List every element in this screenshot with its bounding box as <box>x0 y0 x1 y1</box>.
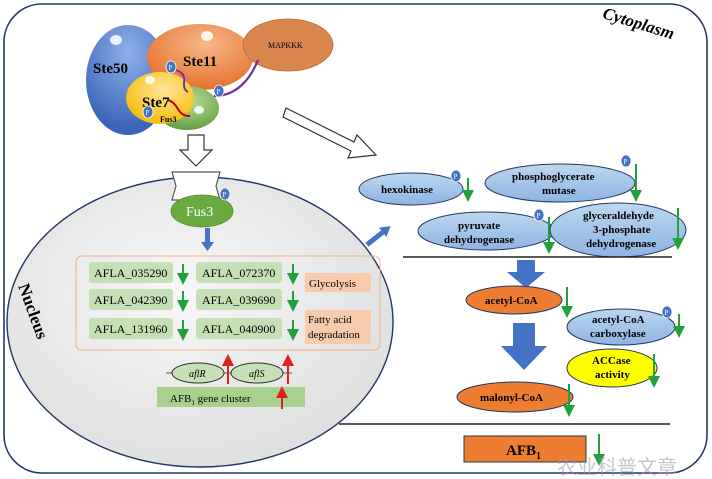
afls-label: aflS <box>249 369 265 380</box>
phosphoglycerate-mutase-node: phosphoglycerate mutase P <box>484 154 642 203</box>
gene-box <box>89 262 173 283</box>
afb1-node: AFB1 <box>463 434 605 466</box>
ste50-label: Ste50 <box>93 61 128 77</box>
gene-label: AFLA_131960 <box>94 322 167 336</box>
svg-text:carboxylase: carboxylase <box>590 328 646 340</box>
svg-text:P: P <box>537 212 541 220</box>
complex-to-cytoplasm-arrow <box>282 107 378 159</box>
gene-table: AFLA_035290 AFLA_072370 AFLA_042390 AFLA… <box>89 262 299 341</box>
gene-label: AFLA_072370 <box>202 266 275 280</box>
svg-text:P: P <box>217 88 221 96</box>
g3p-dehydrogenase-node: glyceraldehyde 3-phosphate dehydrogenase <box>549 202 687 258</box>
svg-text:P: P <box>624 158 628 166</box>
phospho-badge: P <box>213 84 225 98</box>
gene-label: AFLA_040900 <box>202 322 275 336</box>
phospho-badge: P <box>450 169 462 183</box>
svg-text:3-phosphate: 3-phosphate <box>593 224 651 236</box>
phospho-badge: P <box>620 154 632 168</box>
phospho-badge: P <box>165 60 177 74</box>
watermark: 农业科普文章 <box>557 455 677 479</box>
ste11-glint <box>201 31 213 41</box>
svg-text:dehydrogenase: dehydrogenase <box>444 234 514 246</box>
svg-text:P: P <box>169 64 173 72</box>
gene-box <box>196 289 282 310</box>
svg-text:pyruvate: pyruvate <box>458 220 500 232</box>
gene-box <box>196 262 282 283</box>
cluster-label: AFB1 gene cluster <box>170 393 251 407</box>
fus3-glint <box>194 106 204 114</box>
svg-text:activity: activity <box>595 369 630 381</box>
fus3-protein <box>170 194 234 228</box>
ste11-protein <box>147 24 253 90</box>
svg-text:P: P <box>146 109 150 117</box>
acetyl-coa-carboxylase-node: acetyl-CoA carboxylase P <box>566 305 685 346</box>
fus3-label: Fus3 <box>186 205 213 220</box>
glycolysis-label: Glycolysis <box>309 278 356 290</box>
afls-gene <box>230 362 284 384</box>
aflr-gene <box>171 362 225 384</box>
svg-text:AFB1: AFB1 <box>506 443 541 462</box>
mapk-complex: Ste50 Ste11 Ste7 Fus3 MAPKKK P P P <box>86 18 334 135</box>
svg-text:mutase: mutase <box>542 185 576 197</box>
gene-label: AFLA_035290 <box>94 266 167 280</box>
gene-panel <box>75 255 381 351</box>
svg-text:acetyl-CoA: acetyl-CoA <box>485 295 538 307</box>
malonyl-coa-node: malonyl-CoA <box>456 381 575 417</box>
phospho-badge: P <box>142 105 154 119</box>
nucleus-to-cytoplasm-arrow <box>365 226 391 247</box>
mapkkk-protein <box>242 18 334 72</box>
svg-text:acetyl-CoA: acetyl-CoA <box>592 314 645 326</box>
gene-label: AFLA_042390 <box>94 293 167 307</box>
svg-text:hexokinase: hexokinase <box>381 184 433 196</box>
glycolysis-to-acetyl-coa-arrow <box>507 260 545 288</box>
ste11-label: Ste11 <box>183 54 217 70</box>
svg-text:P: P <box>665 309 669 317</box>
svg-text:dehydrogenase: dehydrogenase <box>586 238 656 250</box>
svg-text:glyceraldehyde: glyceraldehyde <box>583 210 654 222</box>
ste7-glint <box>145 76 155 84</box>
pyruvate-dehydrogenase-node: pyruvate dehydrogenase P <box>417 208 555 254</box>
gene-label: AFLA_039690 <box>202 293 275 307</box>
hexokinase-node: hexokinase P <box>358 169 474 206</box>
gene-box <box>89 289 173 310</box>
fatty-acid-label-line2: degradation <box>308 329 360 341</box>
cluster-bar <box>157 387 305 407</box>
complex-to-nucleus-arrow <box>178 134 214 167</box>
linker-strand <box>167 99 191 117</box>
aflr-label: aflR <box>189 369 206 380</box>
svg-text:ACCase: ACCase <box>592 355 631 367</box>
phospho-badge: P <box>661 305 673 319</box>
linker-strand <box>175 69 189 93</box>
fatty-acid-box <box>305 310 371 344</box>
acetyl-coa-node: acetyl-CoA <box>465 285 573 318</box>
ste50-glint <box>110 35 122 45</box>
fatty-acid-label-line1: Fatty acid <box>308 314 352 326</box>
fus3-small-label: Fus3 <box>160 115 176 124</box>
svg-text:malonyl-CoA: malonyl-CoA <box>480 392 543 404</box>
gene-box <box>196 318 282 339</box>
svg-text:phosphoglycerate: phosphoglycerate <box>512 171 595 183</box>
svg-text:P: P <box>223 191 227 199</box>
acetyl-coa-to-malonyl-coa-arrow <box>501 323 547 370</box>
glycolysis-box <box>305 273 371 292</box>
fus3-down-arrow <box>201 228 214 251</box>
phospho-badge: P <box>533 208 545 222</box>
gene-box <box>89 318 173 339</box>
phospho-badge: P <box>219 187 231 201</box>
svg-text:P: P <box>454 173 458 181</box>
afb1-gene-cluster: aflR aflS AFB1 gene cluster <box>157 354 305 409</box>
mapkkk-label: MAPKKK <box>268 41 303 50</box>
accase-activity-node: ACCase activity <box>566 348 660 388</box>
